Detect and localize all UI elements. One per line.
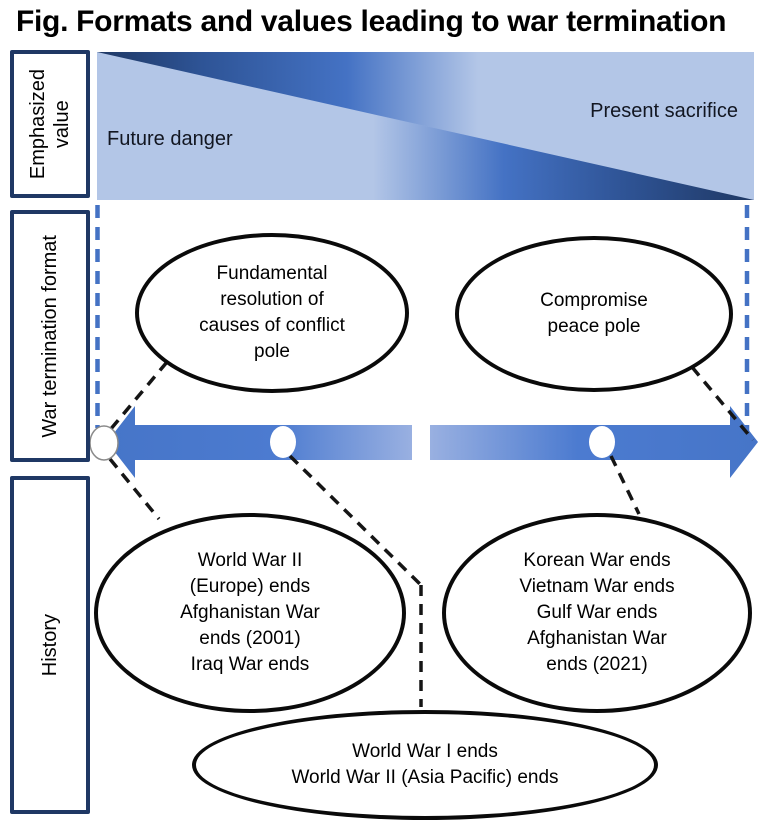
war-termination-format-label: War termination format	[39, 234, 61, 438]
row-label-history: History	[10, 476, 90, 814]
row-label-war-termination-format: War termination format	[10, 210, 90, 462]
connector-mid-marker-diagonal	[288, 454, 423, 587]
fundamental-resolution-pole-text: Fundamental resolution of causes of conf…	[199, 263, 345, 362]
pole-marker-mid-left	[270, 426, 296, 458]
ellipse-history-right: Korean War ends Vietnam War ends Gulf Wa…	[442, 513, 752, 713]
value-gradient-band: Future danger Present sacrifice	[97, 52, 754, 200]
ellipse-history-center: World War I ends World War II (Asia Paci…	[192, 710, 658, 820]
ellipse-fundamental-resolution-pole: Fundamental resolution of causes of conf…	[135, 233, 409, 393]
history-label: History	[39, 613, 61, 677]
connector-fundamental-to-left-marker	[108, 360, 169, 432]
ellipse-compromise-peace-pole: Compromise peace pole	[455, 236, 733, 392]
future-danger-label: Future danger	[107, 128, 233, 150]
present-sacrifice-label: Present sacrifice	[590, 100, 738, 122]
ellipse-history-left: World War II (Europe) ends Afghanistan W…	[94, 513, 406, 713]
spectrum-arrow-left	[107, 406, 412, 478]
connector-compromise-to-right-tip	[690, 365, 755, 442]
connector-right-marker-to-history-right	[609, 455, 641, 515]
emphasized-value-label: Emphasized value	[27, 68, 73, 180]
compromise-peace-pole-text: Compromise peace pole	[540, 290, 648, 337]
history-right-text: Korean War ends Vietnam War ends Gulf Wa…	[519, 550, 675, 675]
pole-marker-left-end	[89, 425, 119, 461]
history-center-text: World War I ends World War II (Asia Paci…	[291, 741, 559, 788]
pole-marker-mid-right	[589, 426, 615, 458]
connector-left-marker-to-history-left	[108, 457, 161, 521]
figure-title: Fig. Formats and values leading to war t…	[16, 5, 727, 38]
row-label-emphasized-value: Emphasized value	[10, 50, 90, 198]
history-left-text: World War II (Europe) ends Afghanistan W…	[180, 550, 320, 675]
